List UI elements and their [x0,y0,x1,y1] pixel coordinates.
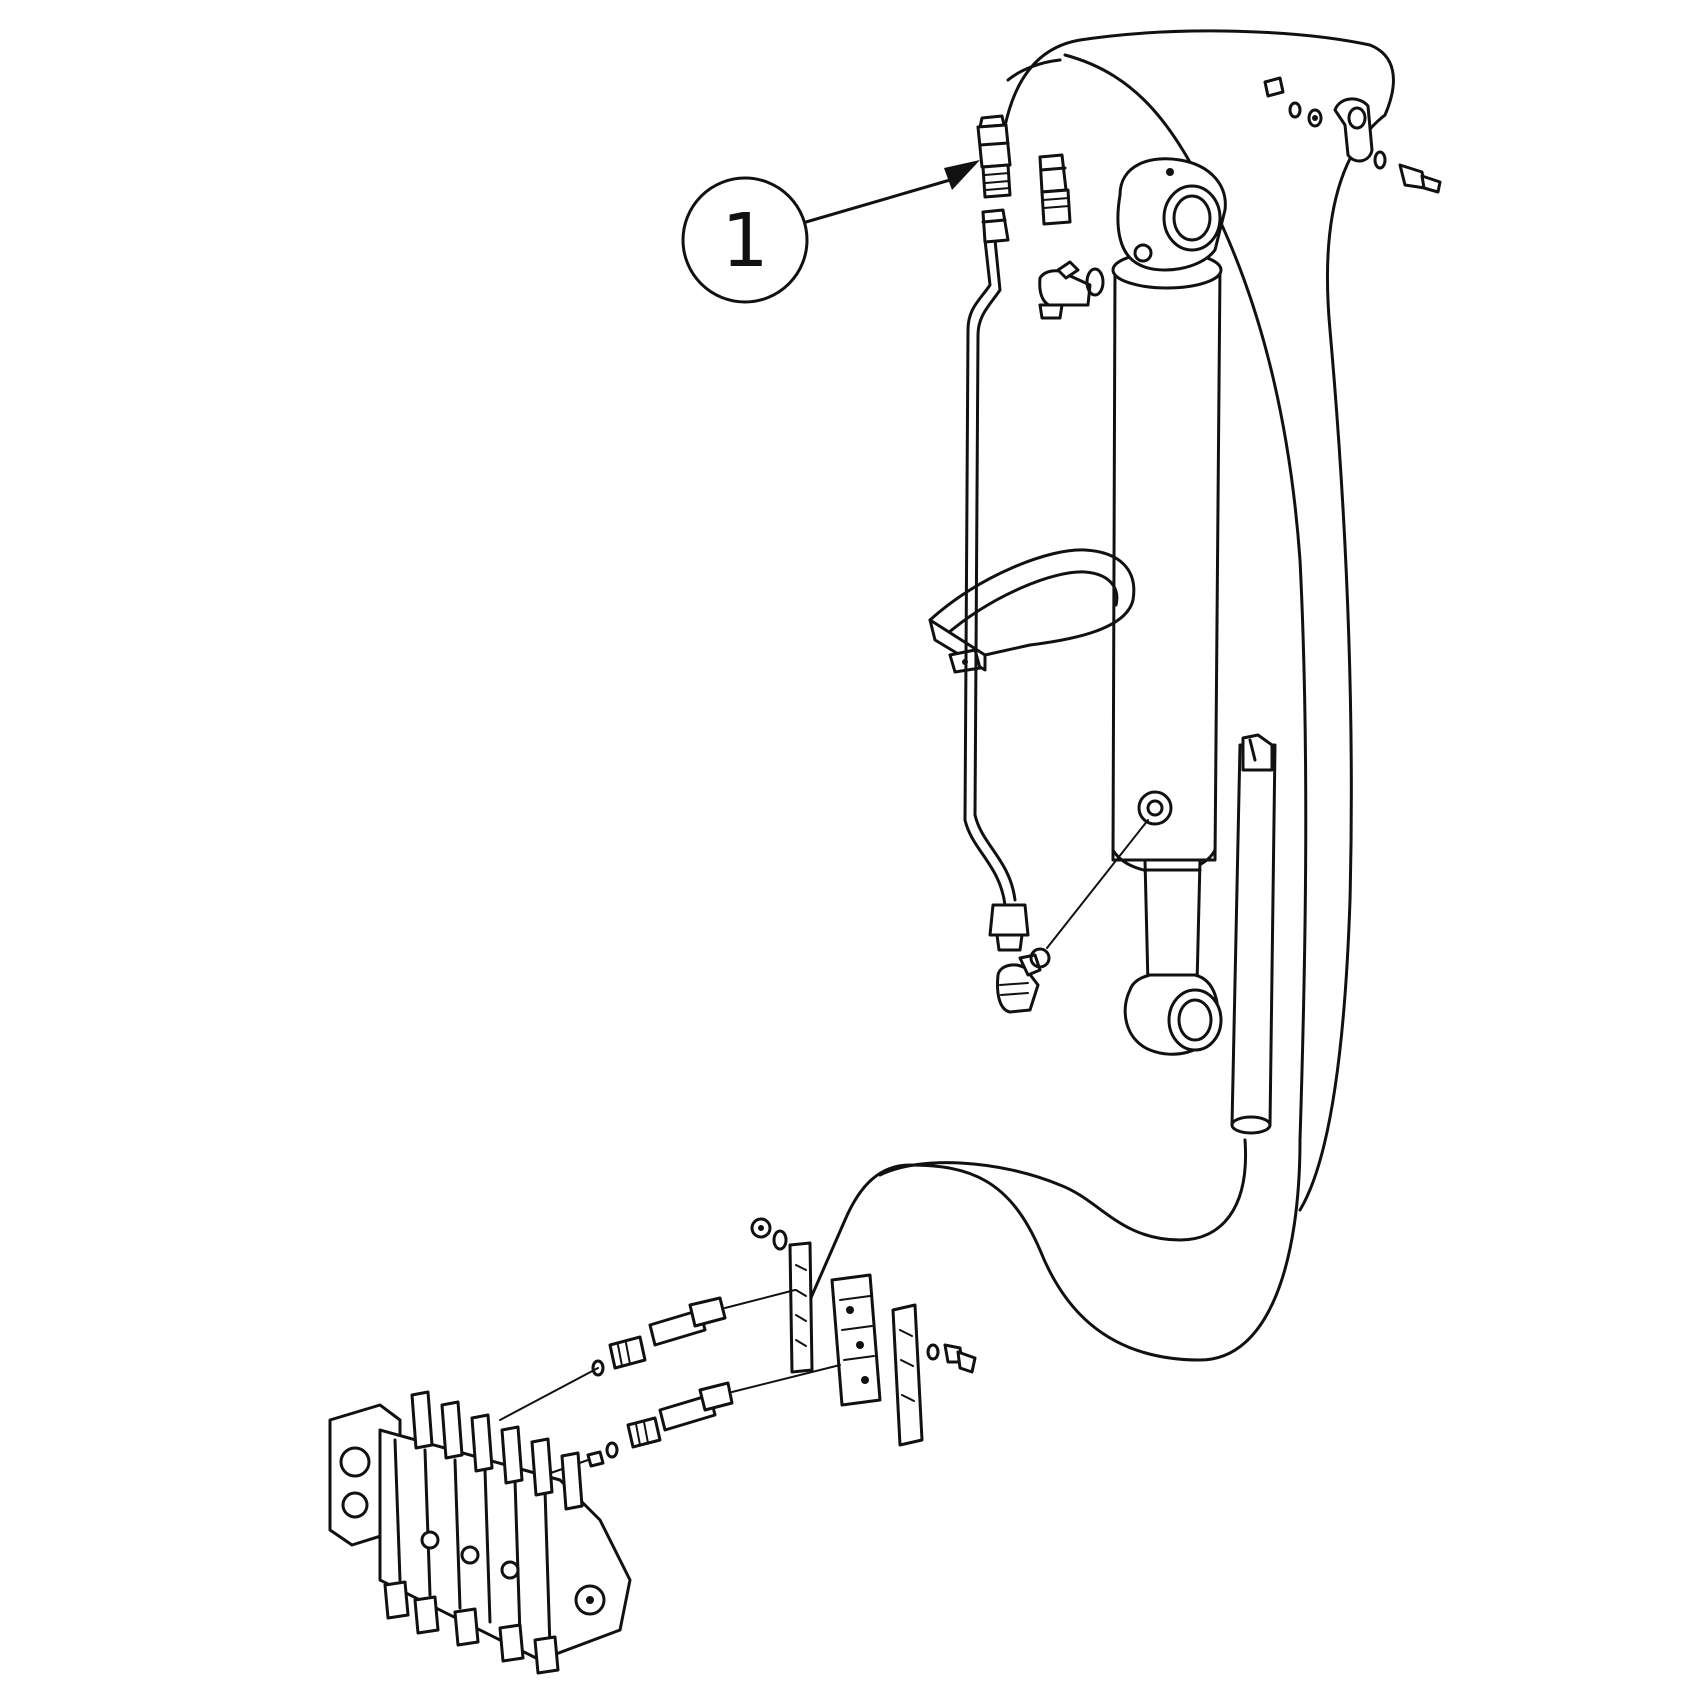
manifold-assembly [750,1217,977,1447]
callout-arrowhead [944,160,980,190]
steel-pipe [963,208,1030,952]
pipe-clamp [928,548,1136,674]
rigid-tube-right [1230,733,1277,1135]
lower-hose-loop [808,898,1352,1362]
control-valve-bank [328,1390,632,1675]
callout-circle [681,176,809,304]
fitting-part-1 [976,114,1012,199]
upper-hose-loop [998,29,1395,1142]
elbow-fitting-lower [996,819,1149,1014]
callout-leader [804,178,952,224]
callout-1[interactable]: 1 [681,160,980,304]
callout-number: 1 [721,198,768,284]
hydraulic-cylinder [1111,157,1227,1056]
fitting-straight-2 [1038,153,1072,226]
elbow-fitting-upper [1038,260,1105,320]
couplers [499,1289,841,1476]
mounting-hardware-top [1263,76,1442,194]
